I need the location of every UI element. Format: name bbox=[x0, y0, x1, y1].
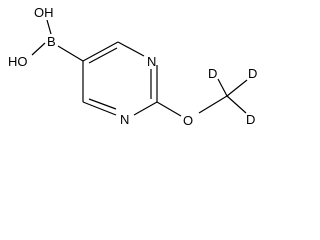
bond-c-d-lower bbox=[226, 95, 247, 114]
bond-c2-o bbox=[156, 101, 182, 117]
bond-c-d-top bbox=[217, 78, 228, 97]
structure-diagram: OH HO B N N O D D D bbox=[8, 5, 257, 128]
bond-c5-c6-inner bbox=[88, 47, 118, 64]
bond-c5-c6 bbox=[82, 41, 119, 62]
bond-n3-c4-inner bbox=[88, 98, 117, 110]
atom-label-d-top: D bbox=[208, 66, 217, 81]
atom-label-oh-bottom: HO bbox=[8, 54, 28, 69]
atom-label-n-upper: N bbox=[147, 54, 156, 69]
atom-label-boron: B bbox=[47, 34, 56, 49]
atom-label-d-right: D bbox=[248, 66, 257, 81]
bond-c2-n3 bbox=[133, 101, 158, 116]
bond-c-d-right bbox=[226, 79, 248, 97]
bond-o-c bbox=[198, 95, 228, 114]
atom-label-n-lower: N bbox=[120, 112, 129, 127]
bond-c6-n1 bbox=[117, 41, 145, 57]
bond-b-oh-bottom bbox=[31, 42, 46, 56]
atom-label-oh-top: OH bbox=[34, 5, 54, 20]
bond-b-oh-top bbox=[46, 19, 52, 35]
bond-b-c5 bbox=[57, 45, 84, 62]
label-layer: OH HO B N N O D D D bbox=[8, 5, 257, 128]
atom-label-d-lower: D bbox=[246, 112, 255, 127]
atom-label-oxygen: O bbox=[183, 113, 193, 128]
bond-n3-c4 bbox=[82, 101, 117, 116]
bond-layer bbox=[31, 19, 248, 117]
